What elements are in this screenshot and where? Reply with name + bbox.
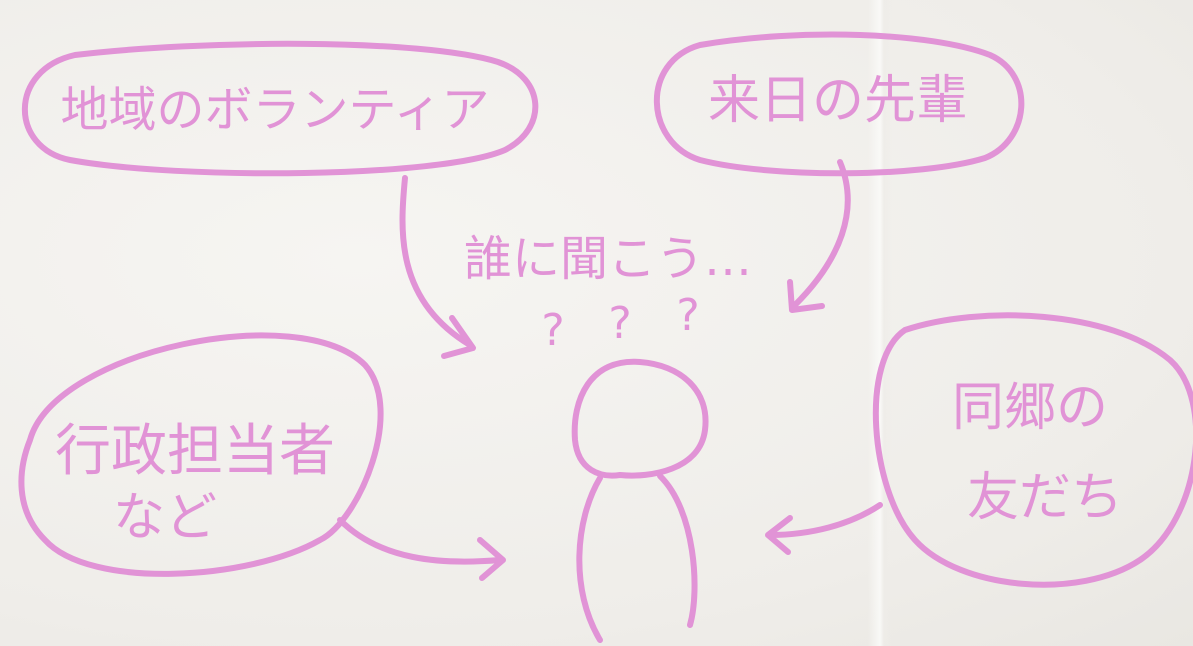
arrow-from-friends — [765, 502, 883, 555]
bubble-outline — [872, 312, 1193, 588]
bubble-senior: 来日の先輩 — [653, 31, 1025, 177]
person-body-left — [576, 475, 603, 643]
arrow-from-volunteers — [399, 175, 476, 359]
person-figure — [571, 358, 709, 643]
bubble-hometown-friends: 同郷の 友だち — [872, 312, 1193, 588]
bubble-label-admin-line2: など — [113, 488, 217, 548]
arrow-line — [792, 159, 851, 308]
arrow-from-senior — [787, 159, 851, 313]
bubble-local-volunteers: 地域のボランティア — [22, 40, 539, 177]
bubble-outline — [653, 31, 1025, 177]
arrow-line — [767, 502, 883, 538]
arrow-head — [765, 515, 793, 555]
arrow-from-admin — [337, 517, 506, 581]
bubble-label-hometown-line2: 友だち — [967, 468, 1123, 528]
question-mark: ? — [608, 298, 631, 349]
bubble-label-local-volunteers: 地域のボランティア — [60, 82, 489, 138]
bubble-label-senior: 来日の先輩 — [708, 71, 968, 131]
arrow-line — [337, 517, 503, 565]
bubble-admin-staff: 行政担当者 など — [18, 332, 384, 577]
arrow-head — [441, 315, 476, 359]
arrow-line — [399, 175, 473, 348]
bubble-label-hometown-line1: 同郷の — [952, 378, 1108, 438]
question-mark: ? — [541, 305, 564, 356]
question-text: 誰に聞こう… — [464, 231, 752, 287]
bubble-label-admin-line1: 行政担当者 — [55, 419, 335, 484]
person-body-right — [657, 473, 698, 628]
question-mark: ? — [676, 290, 699, 341]
bubble-outline — [22, 40, 539, 177]
arrow-head — [787, 279, 825, 313]
arrow-head — [477, 537, 506, 581]
person-head — [571, 358, 709, 479]
